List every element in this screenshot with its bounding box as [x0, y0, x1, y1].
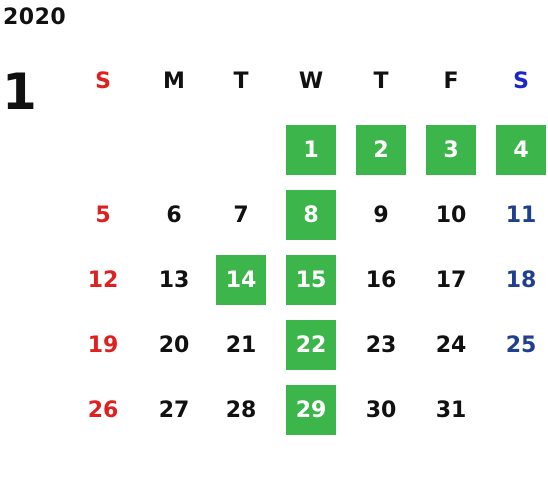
day-cell-26[interactable]: 26 [87, 397, 119, 423]
weekday-sun: S [95, 68, 111, 94]
day-cell-13[interactable]: 13 [158, 267, 190, 293]
weekday-sat: S [513, 68, 529, 94]
weekday-tue: T [233, 68, 249, 94]
day-cell-12[interactable]: 12 [87, 267, 119, 293]
day-cell-3[interactable]: 3 [426, 125, 476, 175]
day-cell-10[interactable]: 10 [435, 202, 467, 228]
day-cell-30[interactable]: 30 [365, 397, 397, 423]
day-cell-4[interactable]: 4 [496, 125, 546, 175]
day-cell-24[interactable]: 24 [435, 332, 467, 358]
month-number: 1 [2, 63, 37, 121]
weekday-mon: M [163, 68, 185, 94]
day-cell-2[interactable]: 2 [356, 125, 406, 175]
day-cell-19[interactable]: 19 [87, 332, 119, 358]
day-cell-22[interactable]: 22 [286, 320, 336, 370]
day-cell-16[interactable]: 16 [365, 267, 397, 293]
weekday-wed: W [298, 68, 324, 94]
year-label: 2020 [3, 5, 67, 30]
day-cell-1[interactable]: 1 [286, 125, 336, 175]
day-cell-11[interactable]: 11 [505, 202, 537, 228]
day-cell-28[interactable]: 28 [225, 397, 257, 423]
day-cell-25[interactable]: 25 [505, 332, 537, 358]
day-cell-31[interactable]: 31 [435, 397, 467, 423]
day-cell-6[interactable]: 6 [166, 202, 182, 228]
day-cell-5[interactable]: 5 [95, 202, 111, 228]
day-cell-17[interactable]: 17 [435, 267, 467, 293]
day-cell-9[interactable]: 9 [373, 202, 389, 228]
day-cell-8[interactable]: 8 [286, 190, 336, 240]
day-cell-27[interactable]: 27 [158, 397, 190, 423]
day-cell-15[interactable]: 15 [286, 255, 336, 305]
day-cell-14[interactable]: 14 [216, 255, 266, 305]
day-cell-7[interactable]: 7 [233, 202, 249, 228]
weekday-thu: T [373, 68, 389, 94]
weekday-fri: F [443, 68, 459, 94]
day-cell-21[interactable]: 21 [225, 332, 257, 358]
day-cell-29[interactable]: 29 [286, 385, 336, 435]
day-cell-18[interactable]: 18 [505, 267, 537, 293]
day-cell-23[interactable]: 23 [365, 332, 397, 358]
day-cell-20[interactable]: 20 [158, 332, 190, 358]
